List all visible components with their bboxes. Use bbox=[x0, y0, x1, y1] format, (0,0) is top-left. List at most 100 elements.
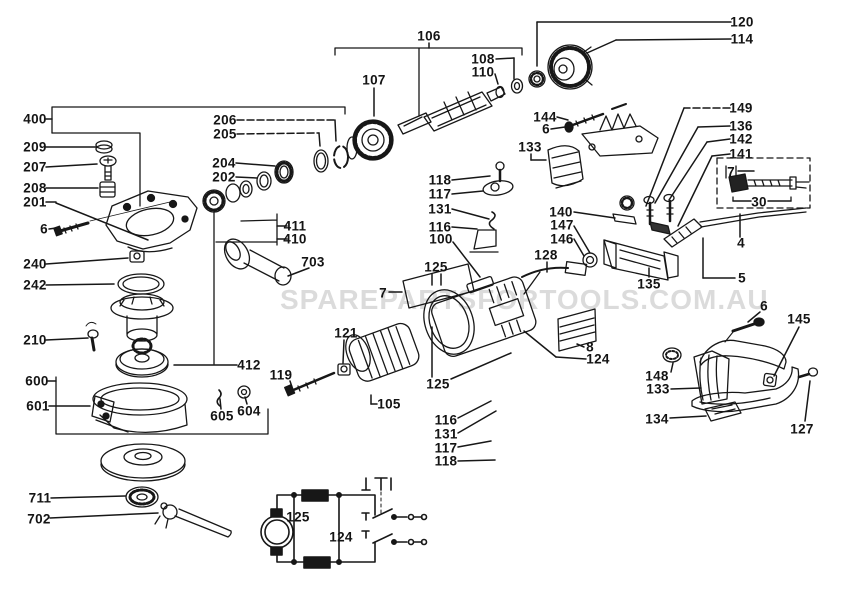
ring-604 bbox=[237, 385, 251, 399]
screw-6-left bbox=[53, 221, 90, 237]
leader-line bbox=[573, 225, 591, 254]
leader-line bbox=[697, 125, 731, 128]
bracket-400 bbox=[51, 106, 346, 134]
leader-line bbox=[244, 396, 248, 405]
sleeve-208 bbox=[99, 181, 116, 198]
leader-line bbox=[586, 39, 617, 54]
screw-207 bbox=[99, 155, 117, 181]
screw-118a bbox=[495, 161, 505, 183]
cord-4 bbox=[699, 207, 807, 228]
bearing bbox=[528, 70, 546, 88]
knob-148 bbox=[662, 347, 682, 363]
leader-line bbox=[451, 208, 490, 220]
leader-line bbox=[457, 459, 496, 462]
leader-line bbox=[615, 38, 732, 41]
bracket-106 bbox=[334, 47, 523, 117]
deflector-7 bbox=[402, 263, 475, 309]
ring-205 bbox=[313, 149, 329, 173]
leader-line bbox=[556, 116, 569, 121]
nut-209 bbox=[95, 140, 113, 154]
leader-line bbox=[573, 238, 585, 257]
leader-line bbox=[457, 400, 492, 419]
wiring-schematic bbox=[260, 477, 428, 569]
leader-line bbox=[45, 283, 115, 286]
guard-601 bbox=[91, 382, 188, 433]
bolt-119 bbox=[284, 371, 336, 397]
leader-line bbox=[670, 362, 674, 373]
leader-line bbox=[654, 126, 699, 204]
wire-128 bbox=[521, 261, 588, 295]
cap-240 bbox=[129, 250, 145, 263]
leader-line bbox=[236, 132, 320, 135]
leader-line bbox=[451, 226, 478, 230]
leader-line bbox=[45, 257, 129, 265]
o-ring-242 bbox=[117, 273, 165, 295]
pin-605 bbox=[216, 389, 222, 407]
leader-line bbox=[523, 330, 557, 358]
field-105 bbox=[345, 322, 420, 382]
screw-210 bbox=[85, 321, 99, 352]
clamp-nut-711 bbox=[125, 486, 159, 508]
snap-ring-206 bbox=[333, 145, 349, 169]
leader-line bbox=[677, 155, 713, 227]
washer-110 bbox=[495, 85, 505, 99]
part-141 bbox=[649, 221, 671, 235]
nut-149 bbox=[619, 195, 635, 211]
leader-line bbox=[289, 380, 293, 388]
cord-detail-box bbox=[716, 157, 811, 209]
leader-line bbox=[494, 73, 499, 85]
handle-lower-shell bbox=[691, 366, 800, 413]
leader-line bbox=[287, 267, 310, 277]
grinding-wheel bbox=[100, 443, 186, 482]
leader-line bbox=[452, 241, 481, 278]
screw-127 bbox=[797, 367, 819, 379]
plate-134 bbox=[704, 401, 742, 422]
leader-line bbox=[495, 57, 515, 60]
switch-bracket-135 bbox=[603, 239, 679, 281]
leader-lines bbox=[45, 21, 811, 519]
motor-housing-125 bbox=[423, 276, 537, 358]
leader-line bbox=[219, 398, 222, 410]
leader-line bbox=[45, 337, 89, 341]
leader-line bbox=[706, 138, 731, 143]
leader-line bbox=[451, 190, 484, 195]
washer-108 bbox=[510, 78, 524, 94]
screw-136 bbox=[643, 195, 655, 226]
nut-145 bbox=[762, 372, 778, 388]
leader-line bbox=[235, 176, 258, 179]
spindle-fan bbox=[110, 293, 174, 355]
leader-line bbox=[49, 512, 159, 519]
lever-arm bbox=[581, 125, 659, 157]
leader-line bbox=[555, 356, 587, 360]
leader-line bbox=[45, 163, 98, 168]
leader-line bbox=[576, 343, 585, 348]
leader-line bbox=[573, 211, 616, 219]
bevel-gear bbox=[202, 189, 226, 213]
flange-412 bbox=[115, 348, 169, 378]
leader-line bbox=[550, 126, 566, 130]
leader-line bbox=[334, 119, 337, 142]
brush-holder-133a bbox=[547, 113, 637, 189]
washers-411-410 bbox=[225, 180, 253, 203]
brush-cover-133b bbox=[693, 350, 730, 405]
leader-line bbox=[773, 326, 800, 377]
screw-6-right bbox=[724, 317, 765, 343]
bracket-411-410 bbox=[215, 213, 278, 246]
leader-line bbox=[645, 107, 685, 207]
screw-142 bbox=[663, 193, 675, 223]
leader-line bbox=[235, 162, 276, 167]
armature-106 bbox=[397, 70, 546, 135]
plate-117a bbox=[482, 180, 514, 196]
diagram-artwork bbox=[51, 44, 819, 569]
leader-line bbox=[457, 410, 497, 434]
watermark-text: SPAREPARTSFORTOOLS.COM.AU bbox=[280, 284, 769, 315]
leader-line bbox=[457, 440, 492, 448]
leader-line bbox=[451, 175, 491, 181]
fan-114 bbox=[547, 44, 593, 90]
leader-line bbox=[55, 202, 149, 241]
leader-line bbox=[342, 339, 345, 364]
leader-line bbox=[670, 387, 702, 390]
bearing-204 bbox=[274, 160, 294, 184]
